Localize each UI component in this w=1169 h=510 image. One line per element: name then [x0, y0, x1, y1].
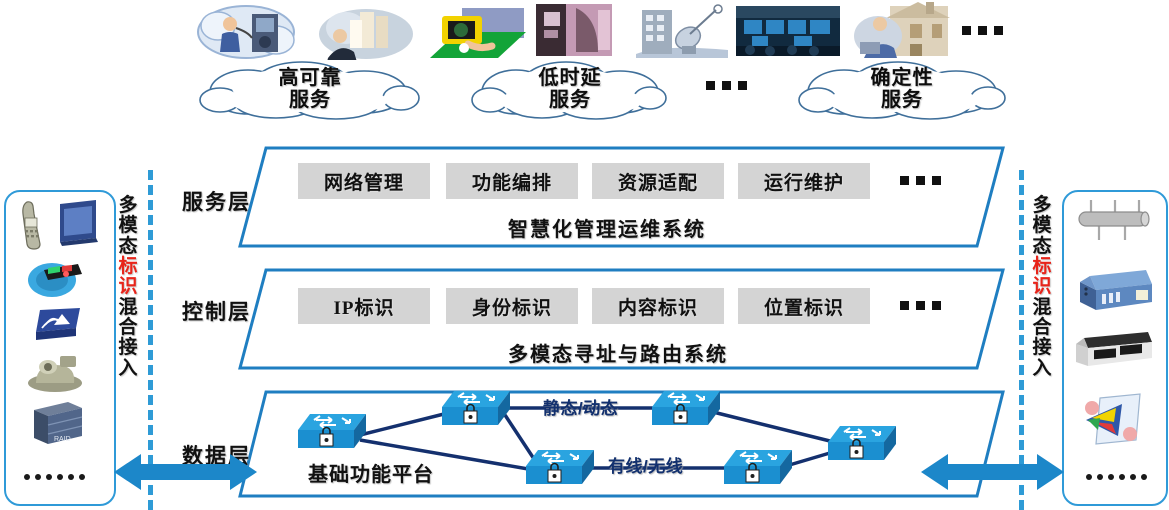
wireless-sensor-icon	[28, 306, 86, 344]
smart-watch-icon	[26, 258, 86, 300]
surveillance-camera-icon	[24, 352, 86, 394]
vtext-char: 合	[118, 316, 138, 338]
vtext-char: 态	[1032, 235, 1052, 257]
vtext-char: 多	[118, 195, 138, 216]
vtext-char: 入	[1032, 357, 1052, 379]
cloud-label-line1: 高可靠	[278, 66, 342, 89]
control-layer-label: 控制层	[182, 300, 251, 324]
cloud-label-line2: 服务	[289, 89, 331, 111]
network-switch-5[interactable]	[722, 448, 794, 488]
top-illustration-ellipsis	[962, 26, 1003, 35]
network-switch-2[interactable]	[440, 389, 512, 429]
vtext-char: 混	[118, 296, 138, 318]
cloud-deterministic: 确定性 服务	[796, 58, 1008, 120]
cloud-low-latency: 低时延 服务	[470, 58, 670, 120]
payphone-user-illustration	[196, 4, 304, 60]
vtext-char: 接	[1032, 337, 1052, 359]
data-layer-label: 数据层	[182, 444, 251, 468]
left-access-panel	[4, 190, 116, 506]
left-panel-ellipsis	[24, 474, 85, 480]
cloud-label-line1: 确定性	[870, 66, 934, 89]
camera-on-field-illustration	[428, 4, 528, 60]
vtext-char: 多	[1032, 195, 1052, 216]
vtext-char: 混	[1032, 296, 1052, 318]
right-panel-vertical-text: 多 模 态 标 识 混 合 接 入	[1030, 195, 1054, 379]
vtext-char: 态	[118, 235, 138, 257]
service-chip-1[interactable]: 功能编排	[446, 163, 578, 199]
service-chip-2[interactable]: 资源适配	[592, 163, 724, 199]
svg-text:RAID: RAID	[54, 436, 71, 443]
control-chip-0[interactable]: IP标识	[298, 288, 430, 324]
office-worker-illustration	[316, 6, 416, 62]
left-panel-vertical-text: 多 模 态 标 识 混 合 接 入	[116, 195, 140, 379]
network-switch-box-icon	[1074, 332, 1154, 374]
network-switch-4[interactable]	[524, 448, 596, 488]
control-room-screens-photo	[736, 6, 840, 62]
multimedia-content-icon	[1078, 392, 1148, 448]
service-chip-0[interactable]: 网络管理	[298, 163, 430, 199]
control-chip-1[interactable]: 身份标识	[446, 288, 578, 324]
network-switch-3[interactable]	[650, 389, 722, 429]
platform-label: 基础功能平台	[308, 464, 434, 486]
control-chip-ellipsis	[900, 301, 941, 310]
right-panel-ellipsis	[1086, 474, 1147, 480]
service-layer-subtitle: 智慧化管理运维系统	[508, 219, 706, 241]
cloud-label-line2: 服务	[549, 89, 591, 111]
cloud-label-line2: 服务	[881, 89, 923, 111]
cloud-high-reliability: 高可靠 服务	[196, 58, 424, 120]
network-switch-1[interactable]	[296, 412, 368, 452]
vtext-char-highlight: 标	[1032, 255, 1052, 277]
control-layer-subtitle: 多模态寻址与路由系统	[508, 344, 728, 366]
link-label-wired-wireless: 有线/无线	[608, 457, 684, 476]
link-label-static-dynamic: 静态/动态	[543, 399, 619, 418]
vtext-char-highlight: 识	[1032, 276, 1052, 298]
mobile-phone-icon	[16, 200, 48, 250]
rack-server-icon	[1076, 268, 1154, 314]
right-dashed-divider	[1019, 170, 1024, 510]
atm-machine-photo	[536, 4, 612, 60]
vtext-char: 接	[118, 337, 138, 359]
building-satellite-dish-illustration	[636, 4, 728, 60]
vtext-char: 入	[118, 357, 138, 379]
right-bidirectional-arrow	[921, 454, 1064, 490]
service-chip-ellipsis	[900, 176, 941, 185]
service-layer-label: 服务层	[182, 190, 251, 214]
network-switch-6[interactable]	[826, 424, 898, 464]
vtext-char: 模	[118, 215, 138, 237]
cloud-ellipsis	[706, 81, 747, 90]
control-chip-3[interactable]: 位置标识	[738, 288, 870, 324]
vtext-char: 合	[1032, 316, 1052, 338]
cloud-label-line1: 低时延	[538, 66, 602, 89]
backbone-bus-icon	[1075, 198, 1153, 242]
vtext-char-highlight: 标	[118, 255, 138, 277]
service-chip-3[interactable]: 运行维护	[738, 163, 870, 199]
vtext-char: 模	[1032, 215, 1052, 237]
raid-storage-icon: RAID	[28, 400, 86, 448]
control-chip-2[interactable]: 内容标识	[592, 288, 724, 324]
home-office-house-illustration	[852, 2, 950, 58]
vtext-char-highlight: 识	[118, 276, 138, 298]
monitor-screen-icon	[52, 198, 100, 246]
left-dashed-divider	[148, 170, 153, 510]
